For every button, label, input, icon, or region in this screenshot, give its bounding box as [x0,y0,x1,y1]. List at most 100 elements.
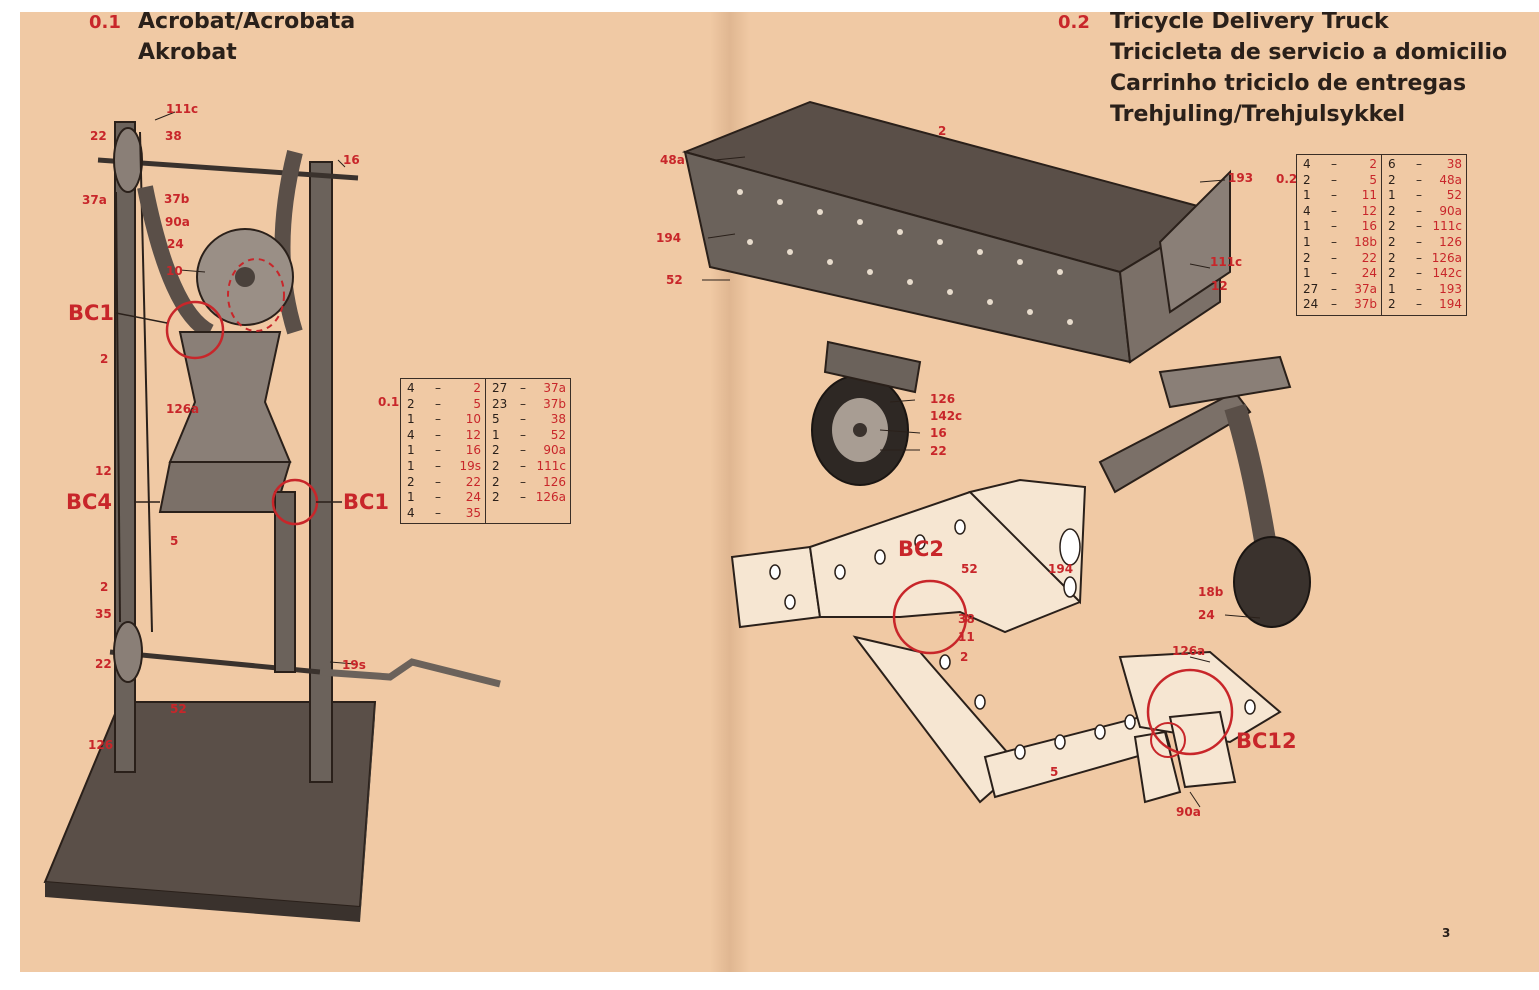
part-number: 111c [536,458,566,473]
part-quantity: 27 [492,381,508,395]
part-quantity: 4 [407,505,415,520]
parts-row: 4–35 [407,506,481,522]
part-number: 194 [1439,297,1462,312]
parts-row: 2–111c [1388,219,1462,235]
dash-separator: – [435,412,441,427]
part-number: 16 [465,443,481,458]
dash-separator: – [520,443,526,458]
parts-row: 2 –111c [492,459,566,475]
model-title-left: Acrobat/Acrobata Akrobat [138,12,355,68]
part-label: 126a [1172,644,1206,658]
part-quantity: 1 [407,458,415,473]
parts-row: 1–10 [407,412,481,428]
part-label: 126 [88,738,114,752]
part-label: 193 [1228,171,1254,185]
dash-separator: – [1416,203,1422,218]
part-quantity: 1 [1388,188,1396,203]
part-label: 2 [960,650,969,664]
part-label: 126a [166,402,200,416]
part-label: 22 [930,444,947,458]
part-quantity: 2 [492,458,500,473]
dash-separator: – [435,427,441,442]
bc-label: BC4 [66,490,113,514]
part-quantity: 23 [492,396,508,411]
part-number: 37a [543,381,566,395]
dash-separator: – [435,381,441,395]
dash-separator: – [520,458,526,473]
part-label: 48a [660,153,685,167]
parts-row: 1–19s [407,459,481,475]
part-quantity: 2 [407,396,415,411]
parts-row: 2–22 [407,475,481,491]
dash-separator: – [1416,219,1422,234]
dash-separator: – [520,396,526,411]
part-quantity: 2 [1388,234,1396,249]
part-label: 38 [165,129,182,143]
bc-label: BC12 [1236,729,1297,753]
part-quantity: 2 [1388,266,1396,281]
part-label: 11 [958,630,975,644]
part-label: 24 [1198,608,1215,622]
part-quantity: 2 [407,474,415,489]
dash-separator: – [435,443,441,458]
dash-separator: – [1331,250,1337,265]
part-quantity: 4 [1303,203,1311,218]
model-title-right: Tricycle Delivery Truck Tricicleta de se… [1110,12,1507,130]
title-line: Acrobat/Acrobata [138,12,356,34]
title-line: Tricicleta de servicio a domicilio [1110,40,1508,65]
part-quantity: 1 [1303,188,1311,203]
parts-row: 1–52 [492,428,566,444]
part-label: 194 [656,231,682,245]
part-number: 48a [1439,172,1462,187]
parts-row: 24–37b [1303,297,1377,313]
dash-separator: – [1331,266,1337,281]
acrobat-illustration [43,111,501,922]
part-label: 18b [1198,585,1224,599]
dash-separator: – [1416,266,1422,281]
part-quantity: 2 [1388,172,1396,187]
part-label: 10 [166,264,183,278]
parts-table-id: 0.1 [378,395,400,409]
part-quantity: 4 [1303,157,1311,171]
part-number: 18b [1354,234,1377,249]
dash-separator: – [1331,203,1337,218]
part-number: 2 [473,381,481,395]
parts-row: 23–37b [492,397,566,413]
page-number: 3 [1442,926,1451,940]
part-quantity: 27 [1303,281,1319,296]
dash-separator: – [1416,188,1422,203]
parts-row: 2–142c [1388,266,1462,282]
bc-label: BC2 [898,537,945,561]
title-line: Akrobat [138,40,237,65]
part-number: 22 [1361,250,1377,265]
part-quantity: 2 [1388,203,1396,218]
part-quantity: 1 [407,412,415,427]
parts-row: 2–126 [492,475,566,491]
dash-separator: – [520,427,526,442]
parts-row: 2–5 [407,397,481,413]
part-label: 19s [342,658,366,672]
part-number: 5 [1369,172,1377,187]
dash-separator: – [435,474,441,489]
part-number: 16 [1361,219,1377,234]
part-quantity: 4 [407,427,415,442]
part-number: 37b [1354,297,1377,312]
dash-separator: – [1416,250,1422,265]
part-label: 126 [930,392,956,406]
parts-row: 27–37a [1303,282,1377,298]
title-line: Tricycle Delivery Truck [1110,12,1389,34]
parts-row: 4–2 [407,381,481,397]
dash-separator: – [1331,219,1337,234]
part-quantity: 2 [1303,172,1311,187]
parts-row: 2–126a [492,490,566,506]
dash-separator: – [1416,172,1422,187]
part-number: 193 [1439,281,1462,296]
part-label: 24 [167,237,184,251]
part-label: 194 [1048,562,1074,576]
part-quantity: 1 [407,443,415,458]
parts-row: 2–126a [1388,251,1462,267]
part-label: 111c [1210,255,1243,269]
part-number: 52 [1446,188,1462,203]
